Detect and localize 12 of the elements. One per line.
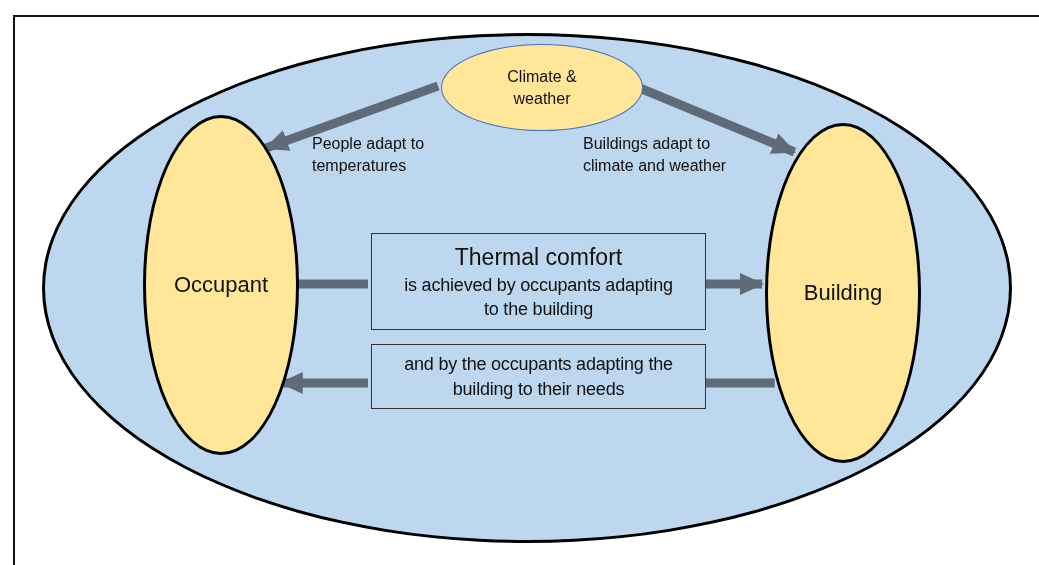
node-label: Building <box>803 279 883 308</box>
edge-label: Buildings adapt to climate and weather <box>583 134 728 177</box>
edge-label: People adapt to temperatures <box>312 134 426 177</box>
statement-box <box>371 344 706 409</box>
statement-box <box>371 233 706 330</box>
statement-heading: Thermal comfort <box>454 242 623 272</box>
node-label: Occupant <box>173 271 269 300</box>
arrow <box>264 81 440 153</box>
arrow <box>703 273 765 295</box>
statement-text: is achieved by occupants adapting to the building <box>403 273 674 321</box>
statement-heading: and by the occupants adapting the building to their needs <box>403 353 674 401</box>
node-label: Climate & weather <box>507 66 577 109</box>
